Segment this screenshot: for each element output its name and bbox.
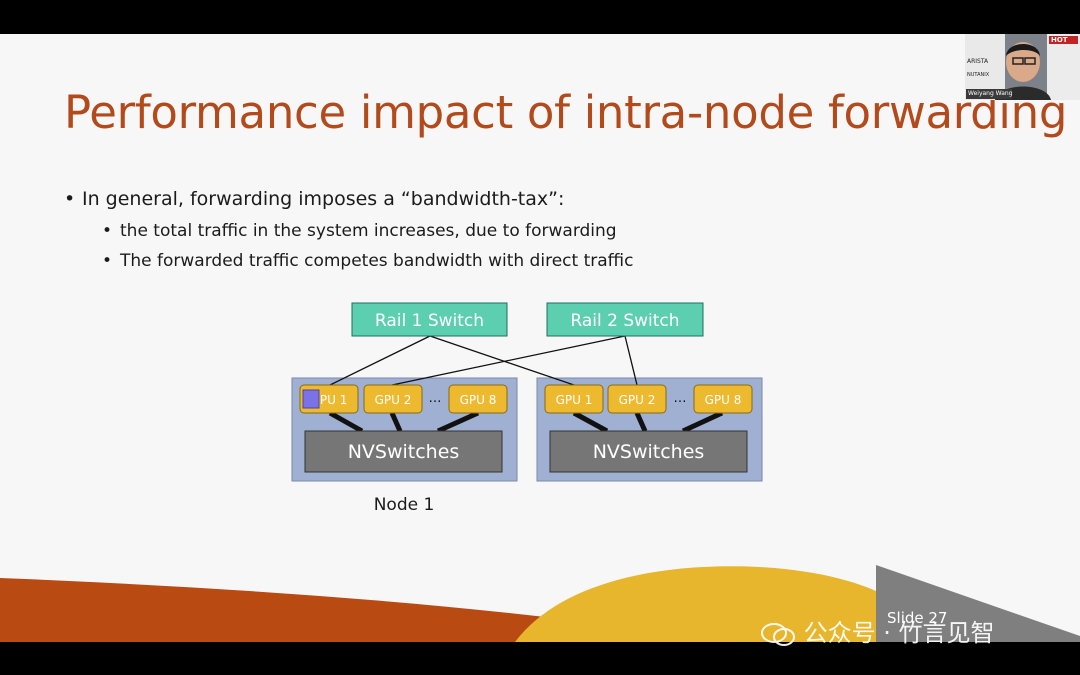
node-2-gpu-8: GPU 8 (693, 384, 753, 414)
network-diagram: Rail 1 Switch Rail 2 Switch GPU 1 GPU 2 … (291, 302, 763, 515)
webcam-name-tag: Weiyang Wang (968, 90, 1013, 97)
webcam-sponsor-nutanix: NUTANIX (967, 72, 990, 78)
bullet-sub-2-text: The forwarded traffic competes bandwidth… (120, 251, 634, 271)
webcam-sponsor-arista: ARISTA (967, 58, 989, 65)
wechat-watermark: 公众号 · 竹言见智 (760, 613, 995, 648)
watermark-text: 公众号 · 竹言见智 (803, 619, 995, 647)
node-1-ellipsis: … (429, 391, 442, 406)
bullet-dot: • (64, 188, 76, 210)
orange-wave (0, 578, 620, 642)
rail-2-switch: Rail 2 Switch (546, 302, 704, 337)
node-1-gpu-2: GPU 2 (363, 384, 423, 414)
node-1-gpu-1-label: GPU 1 (311, 393, 348, 407)
webcam-sponsor-hot: HOT (1051, 36, 1068, 44)
slide-canvas: Performance impact of intra-node forward… (0, 34, 1080, 642)
node-1-label: Node 1 (374, 495, 435, 515)
gray-corner-shape (876, 565, 1080, 642)
rail-links (329, 335, 638, 386)
node-1-nvswitches-label: NVSwitches (348, 441, 460, 463)
node-2-gpu-8-label: GPU 8 (705, 393, 742, 407)
yellow-wave (515, 566, 900, 642)
node-2-nvswitches-label: NVSwitches (593, 441, 705, 463)
slide-title: Performance impact of intra-node forward… (64, 86, 1068, 139)
nvlink-lines (328, 410, 724, 434)
node-2-gpu-2: GPU 2 (607, 384, 667, 414)
bullet-dot: • (102, 251, 113, 271)
bullet-sub-2: • The forwarded traffic competes bandwidt… (102, 251, 633, 271)
speaker-webcam: Weiyang Wang HOT ARISTA NUTANIX (965, 34, 1080, 100)
slide-decoration (0, 565, 1080, 642)
node-2-nvswitches: NVSwitches (549, 430, 748, 473)
node-2-gpu-1-label: GPU 1 (556, 393, 593, 407)
rail-1-switch-label: Rail 1 Switch (375, 311, 484, 331)
node-2-ellipsis: … (674, 391, 687, 406)
bullet-main-text: In general, forwarding imposes a “bandwi… (82, 188, 565, 210)
node-2-gpu-1: GPU 1 (544, 384, 604, 414)
bullet-dot: • (102, 221, 113, 241)
wechat-icon (761, 623, 795, 646)
slide-number: Slide 27 (887, 609, 948, 627)
node-1-nvswitches: NVSwitches (304, 430, 503, 473)
node-1-gpu-8-label: GPU 8 (460, 393, 497, 407)
bullet-main: • In general, forwarding imposes a “bandw… (64, 188, 564, 210)
rail-2-switch-label: Rail 2 Switch (570, 311, 679, 331)
highlight-marker (302, 389, 320, 409)
bullet-sub-1: • the total traffic in the system increas… (102, 221, 617, 241)
node-1-gpu-2-label: GPU 2 (375, 393, 412, 407)
node-2-gpu-2-label: GPU 2 (619, 393, 656, 407)
webcam-feed (965, 34, 1080, 100)
node-1-gpu-8: GPU 8 (448, 384, 508, 414)
bullet-sub-1-text: the total traffic in the system increase… (120, 221, 617, 241)
rail-1-switch: Rail 1 Switch (351, 302, 508, 337)
